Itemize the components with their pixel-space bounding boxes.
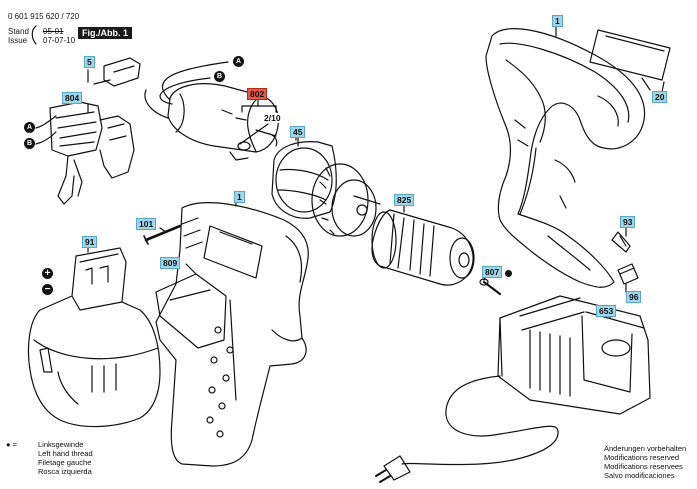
label-plate — [589, 29, 671, 81]
drill-chuck — [371, 209, 475, 286]
stand-value: 05-01 — [43, 27, 64, 36]
callout-809: 809 — [160, 257, 181, 269]
modifications-line-4: Salvo modificaciones — [604, 471, 675, 480]
callout-1-housing-left: 1 — [234, 191, 245, 203]
housing-shell-right — [485, 28, 646, 288]
housing-screw — [144, 224, 182, 242]
callout-807: 807 — [482, 266, 503, 278]
modifications-line-2: Modifications reserved — [604, 453, 680, 462]
modifications-line-3: Modifications reservees — [604, 462, 683, 471]
callout-5: 5 — [84, 56, 95, 68]
grip-insert — [155, 273, 227, 349]
bit-holder — [617, 263, 639, 285]
plus-terminal-symbol: + — [42, 268, 53, 279]
callout-20: 20 — [652, 91, 668, 103]
screwdriver-bit — [611, 231, 631, 253]
document-number: 0 601 915 620 / 720 — [8, 12, 80, 21]
power-plug — [383, 455, 411, 481]
modifications-line-1: Änderungen vorbehalten — [604, 444, 687, 453]
connector-a-motor: A — [233, 56, 244, 67]
connector-b-switch: B — [24, 138, 35, 149]
left-hand-thread-marker — [505, 270, 512, 277]
charger-cable — [401, 375, 559, 466]
legend-marker: ● = — [6, 440, 17, 449]
legend-line-4: Rosca izquierda — [38, 467, 92, 476]
switch-assembly — [35, 101, 135, 205]
legend-line-1: Linksgewinde — [38, 440, 84, 449]
callout-101: 101 — [136, 218, 157, 230]
callout-91: 91 — [82, 236, 98, 248]
minus-terminal-symbol: − — [42, 284, 53, 295]
callout-653: 653 — [596, 305, 617, 317]
chuck-screw — [482, 280, 502, 296]
issue-label: Issue — [8, 36, 28, 45]
motor-bracket — [241, 105, 277, 113]
callout-96: 96 — [626, 291, 642, 303]
callout-2-10: 2/10 — [262, 113, 283, 123]
slide-knob — [103, 57, 141, 87]
connector-b-motor: B — [214, 71, 225, 82]
legend-line-2: Left hand thread — [38, 449, 93, 458]
legend-line-3: Filetage gauche — [38, 458, 92, 467]
callout-93: 93 — [620, 216, 636, 228]
issue-bracket-line — [31, 25, 37, 45]
connector-a-switch: A — [24, 122, 35, 133]
issue-value: 07-07-10 — [43, 36, 76, 45]
callout-45: 45 — [290, 126, 306, 138]
stand-label: Stand — [8, 27, 29, 36]
housing-shell-left — [155, 202, 309, 467]
callout-804: 804 — [62, 92, 83, 104]
callout-825: 825 — [394, 194, 415, 206]
gear-ring — [311, 163, 381, 237]
gearbox — [271, 135, 337, 219]
battery-charger — [497, 295, 651, 415]
battery-pack — [27, 247, 161, 428]
figure-label: Fig./Abb. 1 — [78, 27, 132, 39]
motor — [144, 61, 279, 161]
callout-802: 802 — [247, 88, 268, 100]
callout-1-housing-right: 1 — [552, 15, 563, 27]
